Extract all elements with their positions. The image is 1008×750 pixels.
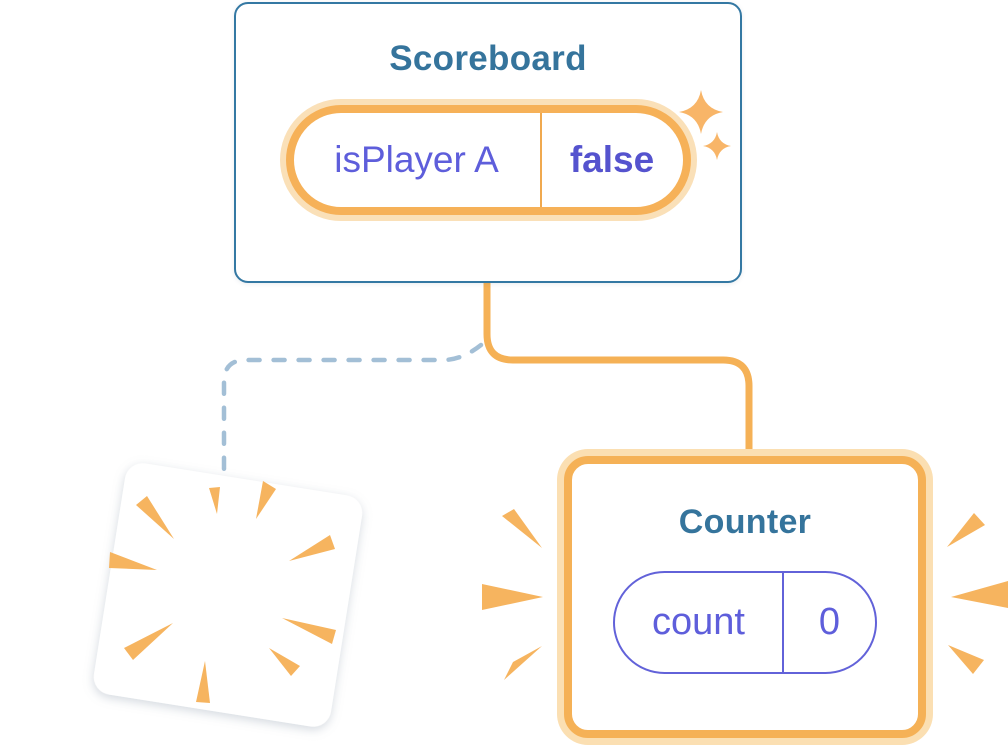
- scoreboard-state-pill: isPlayer A false: [285, 105, 691, 215]
- scoreboard-component-card: Scoreboard isPlayer A false: [234, 2, 742, 283]
- dashed-connector-line: [221, 342, 484, 475]
- destroyed-component-card: [93, 463, 363, 727]
- scoreboard-state-value: false: [539, 113, 683, 207]
- starburst-icon: [109, 481, 336, 703]
- solid-connector-line: [483, 281, 753, 456]
- scoreboard-title: Scoreboard: [389, 39, 587, 78]
- burst-rays-icon: [482, 509, 1008, 680]
- counter-state-value: 0: [782, 572, 875, 672]
- counter-state-pill: count 0: [613, 570, 877, 674]
- scoreboard-state-name: isPlayer A: [334, 139, 499, 180]
- counter-state-name: count: [652, 600, 745, 643]
- counter-component-card: Counter count 0: [564, 456, 926, 738]
- counter-title: Counter: [678, 503, 812, 541]
